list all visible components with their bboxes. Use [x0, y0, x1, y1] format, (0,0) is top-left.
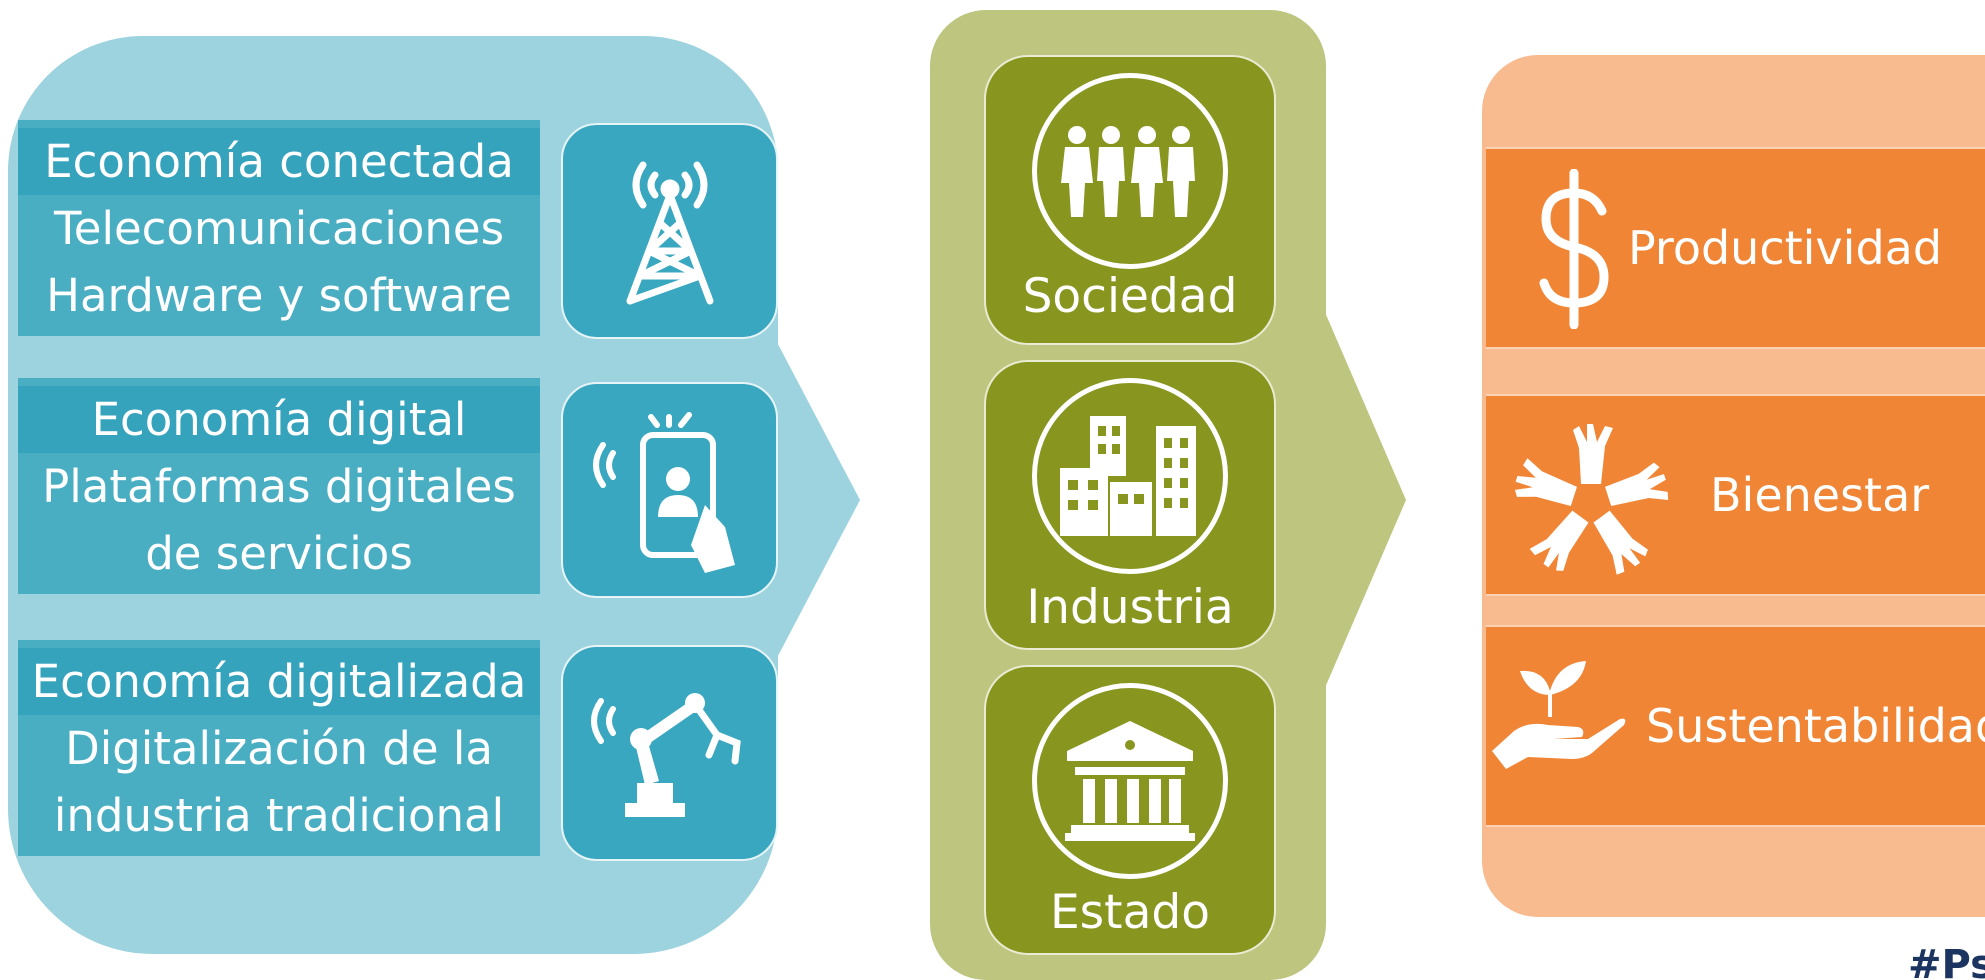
actor-sociedad-label: Sociedad [1022, 269, 1238, 324]
economy-digital-box: Economía digital Plataformas digitales d… [18, 378, 540, 594]
people-group-icon [1061, 126, 1195, 217]
actor-industria-label: Industria [1026, 580, 1234, 635]
economy-connected-tile [561, 123, 778, 339]
economy-digital-title: Economía digital [18, 385, 540, 453]
actor-estado-circle [1032, 683, 1228, 879]
economy-connected-line-2: Hardware y software [46, 268, 512, 322]
actor-industria-circle [1032, 378, 1228, 574]
joined-hands-icon [1515, 424, 1669, 575]
actor-estado-label: Estado [1049, 885, 1210, 940]
outcome-productividad-card: Productividad [1486, 147, 1985, 349]
outcome-bienestar-label: Bienestar [1710, 468, 1930, 522]
actor-sociedad-card: Sociedad [984, 55, 1276, 345]
outcome-sustentabilidad-card: Sustentabilidad [1486, 625, 1985, 827]
outcome-bienestar-card: Bienestar [1486, 394, 1985, 596]
economy-connected-box: Economía conectada Telecomunicaciones Ha… [18, 120, 540, 336]
economy-digitalized-tile [561, 645, 778, 861]
outcome-productividad-label: Productividad [1628, 221, 1943, 275]
footer-hashtag: #Ps [1908, 942, 1985, 980]
economy-digitalized-line-1: Digitalización de la [65, 721, 493, 775]
buildings-icon [1060, 416, 1196, 536]
economy-digital-tile [561, 382, 778, 598]
antenna-tower-icon [626, 161, 713, 305]
economy-digital-line-1: Plataformas digitales [42, 459, 516, 513]
plant-in-hand-icon [1492, 661, 1626, 769]
economy-digitalized-line-2: industria tradicional [53, 788, 505, 842]
outcome-sustentabilidad-label: Sustentabilidad [1646, 699, 1985, 753]
economy-digital-line-2: de servicios [145, 526, 413, 580]
actor-industria-card: Industria [984, 360, 1276, 650]
robotic-arm-icon [590, 693, 741, 817]
actor-sociedad-circle [1032, 73, 1228, 269]
economy-digitalized-box: Economía digitalizada Digitalización de … [18, 640, 540, 856]
economy-digitalized-title: Economía digitalizada [18, 647, 540, 715]
economy-connected-line-1: Telecomunicaciones [53, 201, 505, 255]
actor-estado-card: Estado [984, 665, 1276, 955]
economy-connected-title: Economía conectada [18, 127, 540, 195]
dollar-sign-icon [1539, 169, 1609, 329]
government-building-icon [1065, 721, 1195, 841]
smartphone-user-icon [592, 412, 735, 573]
actors-arrow [1324, 310, 1406, 690]
